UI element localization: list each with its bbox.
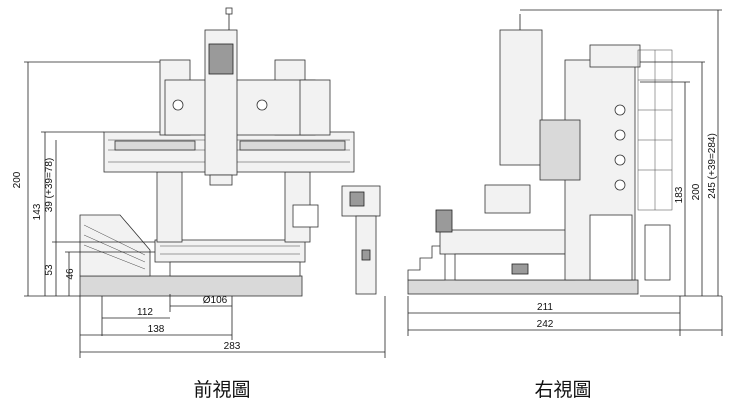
- table-base: [169, 261, 301, 277]
- dim-front-112: 112: [137, 307, 153, 318]
- dim-front-143: 143: [32, 203, 43, 220]
- side-view-machine: [407, 14, 673, 295]
- side-ram: [499, 29, 543, 166]
- side-cabinet: [589, 214, 633, 281]
- dim-side-242: 242: [537, 319, 554, 330]
- dim-front-106: Ø106: [203, 295, 228, 306]
- chip-conveyor: [79, 214, 151, 277]
- side-coolant-tank: [644, 224, 671, 281]
- side-column-top: [589, 44, 641, 68]
- front-view-machine: [79, 7, 381, 297]
- dim-side-183: 183: [674, 186, 685, 203]
- spindle-nose: [209, 174, 233, 186]
- dim-front-138: 138: [148, 324, 165, 335]
- side-steps: [407, 245, 446, 281]
- dim-front-200: 200: [12, 171, 23, 188]
- left-column-lower: [156, 171, 183, 243]
- side-slide: [539, 119, 581, 181]
- ram-logo-plate: [208, 43, 234, 75]
- dim-front-46: 46: [65, 268, 76, 280]
- right-housing: [299, 79, 331, 136]
- front-base: [79, 275, 303, 297]
- rail-cover-right: [239, 140, 346, 151]
- dim-side-211: 211: [537, 302, 553, 313]
- front-dimensions: 200 143 39 (+39=78) 53 46 Ø106 112 138 2…: [12, 61, 386, 358]
- dim-front-53: 53: [44, 264, 55, 276]
- dim-side-245: 245 (+39=284): [707, 133, 718, 199]
- oil-tank: [292, 204, 319, 228]
- top-beam: [164, 79, 316, 136]
- side-dimensions: 183 200 245 (+39=284) 211 242: [407, 9, 723, 336]
- front-view-caption: 前視圖: [193, 379, 250, 401]
- dim-front-283: 283: [224, 341, 241, 352]
- side-base: [407, 279, 639, 295]
- side-head: [484, 184, 531, 214]
- side-view-caption: 右視圖: [534, 379, 591, 401]
- side-panel: [435, 209, 453, 233]
- dim-front-39: 39 (+39=78): [44, 158, 55, 213]
- rotary-table: [154, 239, 306, 263]
- dim-side-200: 200: [691, 183, 702, 200]
- rail-cover-left: [114, 140, 196, 151]
